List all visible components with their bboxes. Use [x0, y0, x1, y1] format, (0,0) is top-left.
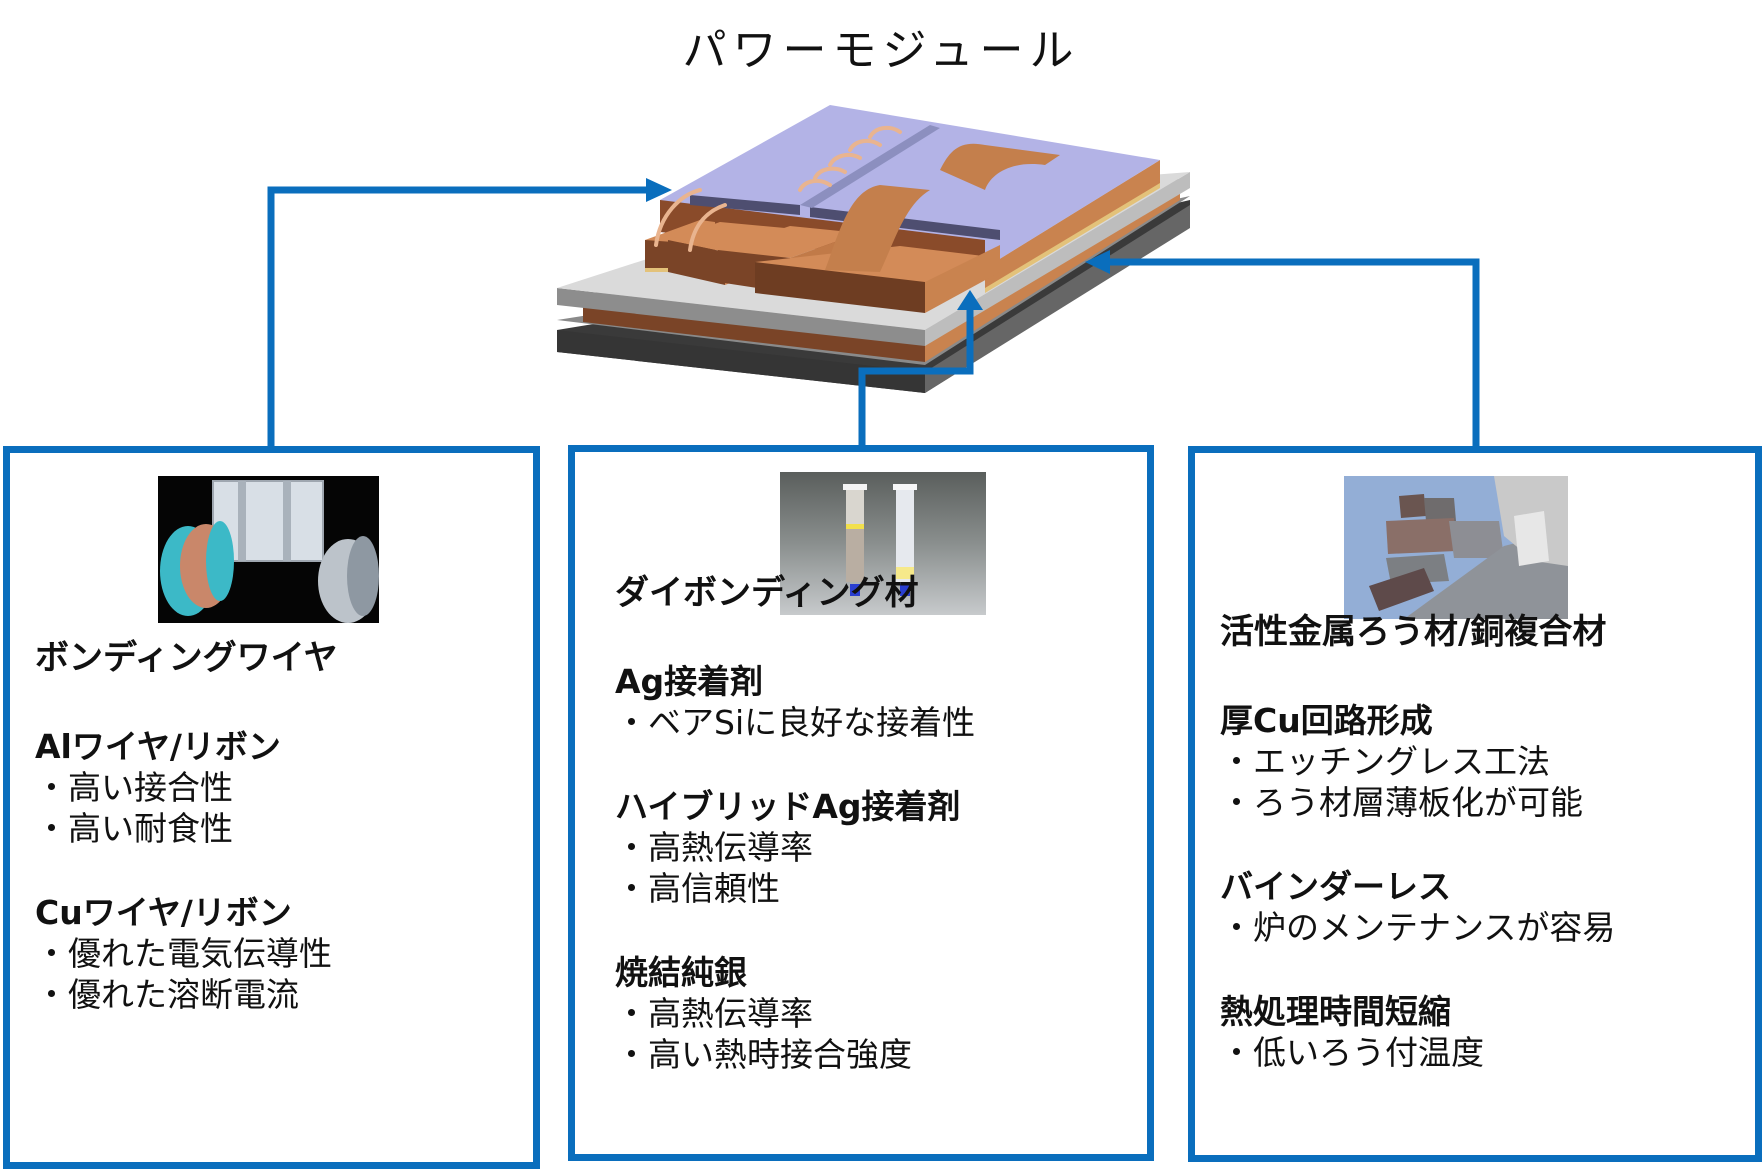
bonding-wire-heading: ボンディングワイヤ [35, 638, 338, 678]
power-module-illustration [557, 105, 1190, 393]
brazing-material-box: 活性金属ろう材/銅複合材 厚Cu回路形成 ・エッチングレス工法 ・ろう材層薄板化… [1188, 446, 1762, 1162]
die-bonding-heading: ダイボンディング材 [615, 573, 919, 613]
wire-spools-photo [158, 476, 379, 623]
sintered-silver-bullet-2: ・高い熱時接合強度 [615, 1035, 912, 1074]
diagram-title: パワーモジュール [682, 25, 1080, 76]
brazing-heading: 活性金属ろう材/銅複合材 [1220, 612, 1607, 652]
bonding-wire-box: ボンディングワイヤ Alワイヤ/リボン ・高い接合性 ・高い耐食性 Cuワイヤ/… [3, 446, 540, 1169]
ag-adhesive-bullet-1: ・ベアSiに良好な接着性 [615, 703, 976, 742]
ag-adhesive-title: Ag接着剤 [615, 662, 764, 701]
heat-treatment-bullet-1: ・低いろう付温度 [1220, 1033, 1484, 1072]
hybrid-ag-bullet-1: ・高熱伝導率 [615, 828, 813, 867]
hybrid-ag-title: ハイブリッドAg接着剤 [615, 787, 961, 826]
al-wire-bullet-2: ・高い耐食性 [35, 809, 233, 848]
brazing-foil-photo [1344, 476, 1568, 619]
cu-wire-bullet-1: ・優れた電気伝導性 [35, 934, 332, 973]
syringe-adhesive-photo [780, 472, 986, 615]
die-bonding-box: ダイボンディング材 Ag接着剤 ・ベアSiに良好な接着性 ハイブリッドAg接着剤… [568, 445, 1154, 1161]
heat-treatment-title: 熱処理時間短縮 [1220, 992, 1451, 1031]
sintered-silver-bullet-1: ・高熱伝導率 [615, 994, 813, 1033]
al-wire-bullet-1: ・高い接合性 [35, 768, 233, 807]
al-wire-title: Alワイヤ/リボン [35, 727, 281, 766]
thick-cu-title: 厚Cu回路形成 [1220, 701, 1433, 740]
hybrid-ag-bullet-2: ・高信頼性 [615, 869, 780, 908]
sintered-silver-title: 焼結純銀 [615, 953, 747, 992]
binderless-bullet-1: ・炉のメンテナンスが容易 [1220, 908, 1616, 947]
cu-wire-title: Cuワイヤ/リボン [35, 893, 292, 932]
thick-cu-bullet-2: ・ろう材層薄板化が可能 [1220, 783, 1583, 822]
binderless-title: バインダーレス [1220, 867, 1451, 906]
cu-wire-bullet-2: ・優れた溶断電流 [35, 975, 299, 1014]
thick-cu-bullet-1: ・エッチングレス工法 [1220, 742, 1550, 781]
